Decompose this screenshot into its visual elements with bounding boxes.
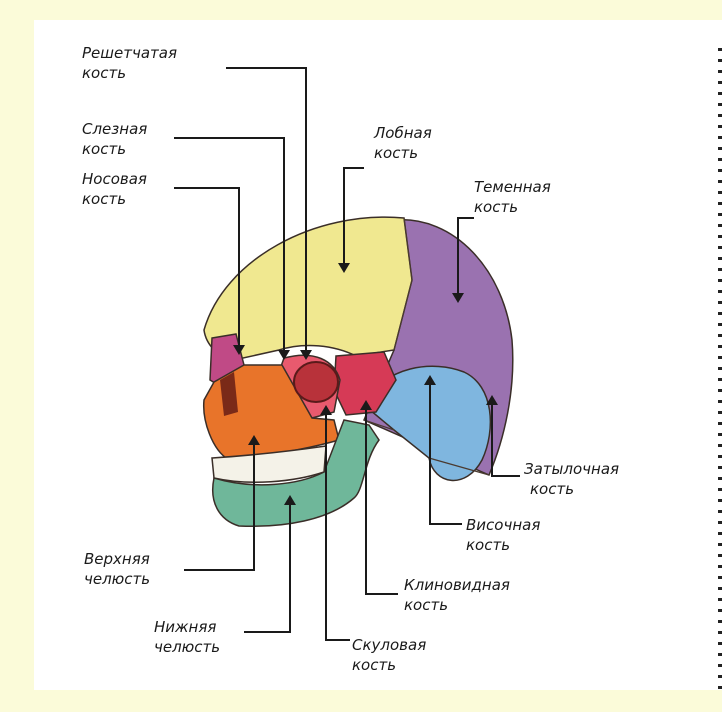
leader-ethmoid bbox=[226, 67, 307, 355]
arrow-maxilla bbox=[248, 435, 260, 445]
arrow-lacrimal bbox=[278, 350, 290, 360]
label-occipital: Затылочная кость bbox=[524, 460, 624, 498]
leader-sphenoid bbox=[365, 405, 398, 595]
arrow-sphenoid bbox=[360, 400, 372, 410]
arrow-occipital bbox=[486, 395, 498, 405]
label-temporal: Височная кость bbox=[466, 516, 545, 554]
arrow-ethmoid bbox=[300, 350, 312, 360]
label-maxilla: Верхняя челюсть bbox=[84, 550, 155, 588]
leader-parietal bbox=[457, 217, 474, 298]
leader-maxilla bbox=[184, 440, 255, 571]
leader-lacrimal bbox=[174, 137, 285, 355]
leader-frontal bbox=[343, 167, 364, 268]
figure-frame: Решетчатая кость Слезная кость Носовая к… bbox=[34, 20, 722, 690]
label-ethmoid: Решетчатая кость bbox=[82, 44, 182, 82]
eye-socket bbox=[293, 361, 339, 403]
leader-mandible bbox=[244, 500, 291, 633]
label-mandible: Нижняя челюсть bbox=[154, 618, 221, 656]
arrow-nasal bbox=[233, 345, 245, 355]
skull-sutures bbox=[363, 217, 490, 476]
label-parietal: Теменная кость bbox=[474, 178, 556, 216]
label-lacrimal: Слезная кость bbox=[82, 120, 152, 158]
temporal-bone bbox=[363, 365, 492, 482]
label-zygomatic: Скуловая кость bbox=[352, 636, 431, 674]
teeth bbox=[211, 445, 327, 484]
label-frontal: Лобная кость bbox=[373, 124, 437, 162]
leader-temporal bbox=[429, 380, 462, 525]
leader-occipital bbox=[491, 400, 520, 477]
arrow-frontal bbox=[338, 263, 350, 273]
cropped-text-edge bbox=[716, 48, 722, 689]
arrow-mandible bbox=[284, 495, 296, 505]
arrow-parietal bbox=[452, 293, 464, 303]
leader-nasal bbox=[174, 187, 240, 350]
label-nasal: Носовая кость bbox=[82, 170, 152, 208]
label-sphenoid: Клиновидная кость bbox=[404, 576, 515, 614]
arrow-zygomatic bbox=[320, 405, 332, 415]
nasal-cavity bbox=[220, 372, 238, 416]
skull-diagram: Решетчатая кость Слезная кость Носовая к… bbox=[82, 44, 624, 674]
leader-zygomatic bbox=[325, 410, 350, 641]
arrow-temporal bbox=[424, 375, 436, 385]
